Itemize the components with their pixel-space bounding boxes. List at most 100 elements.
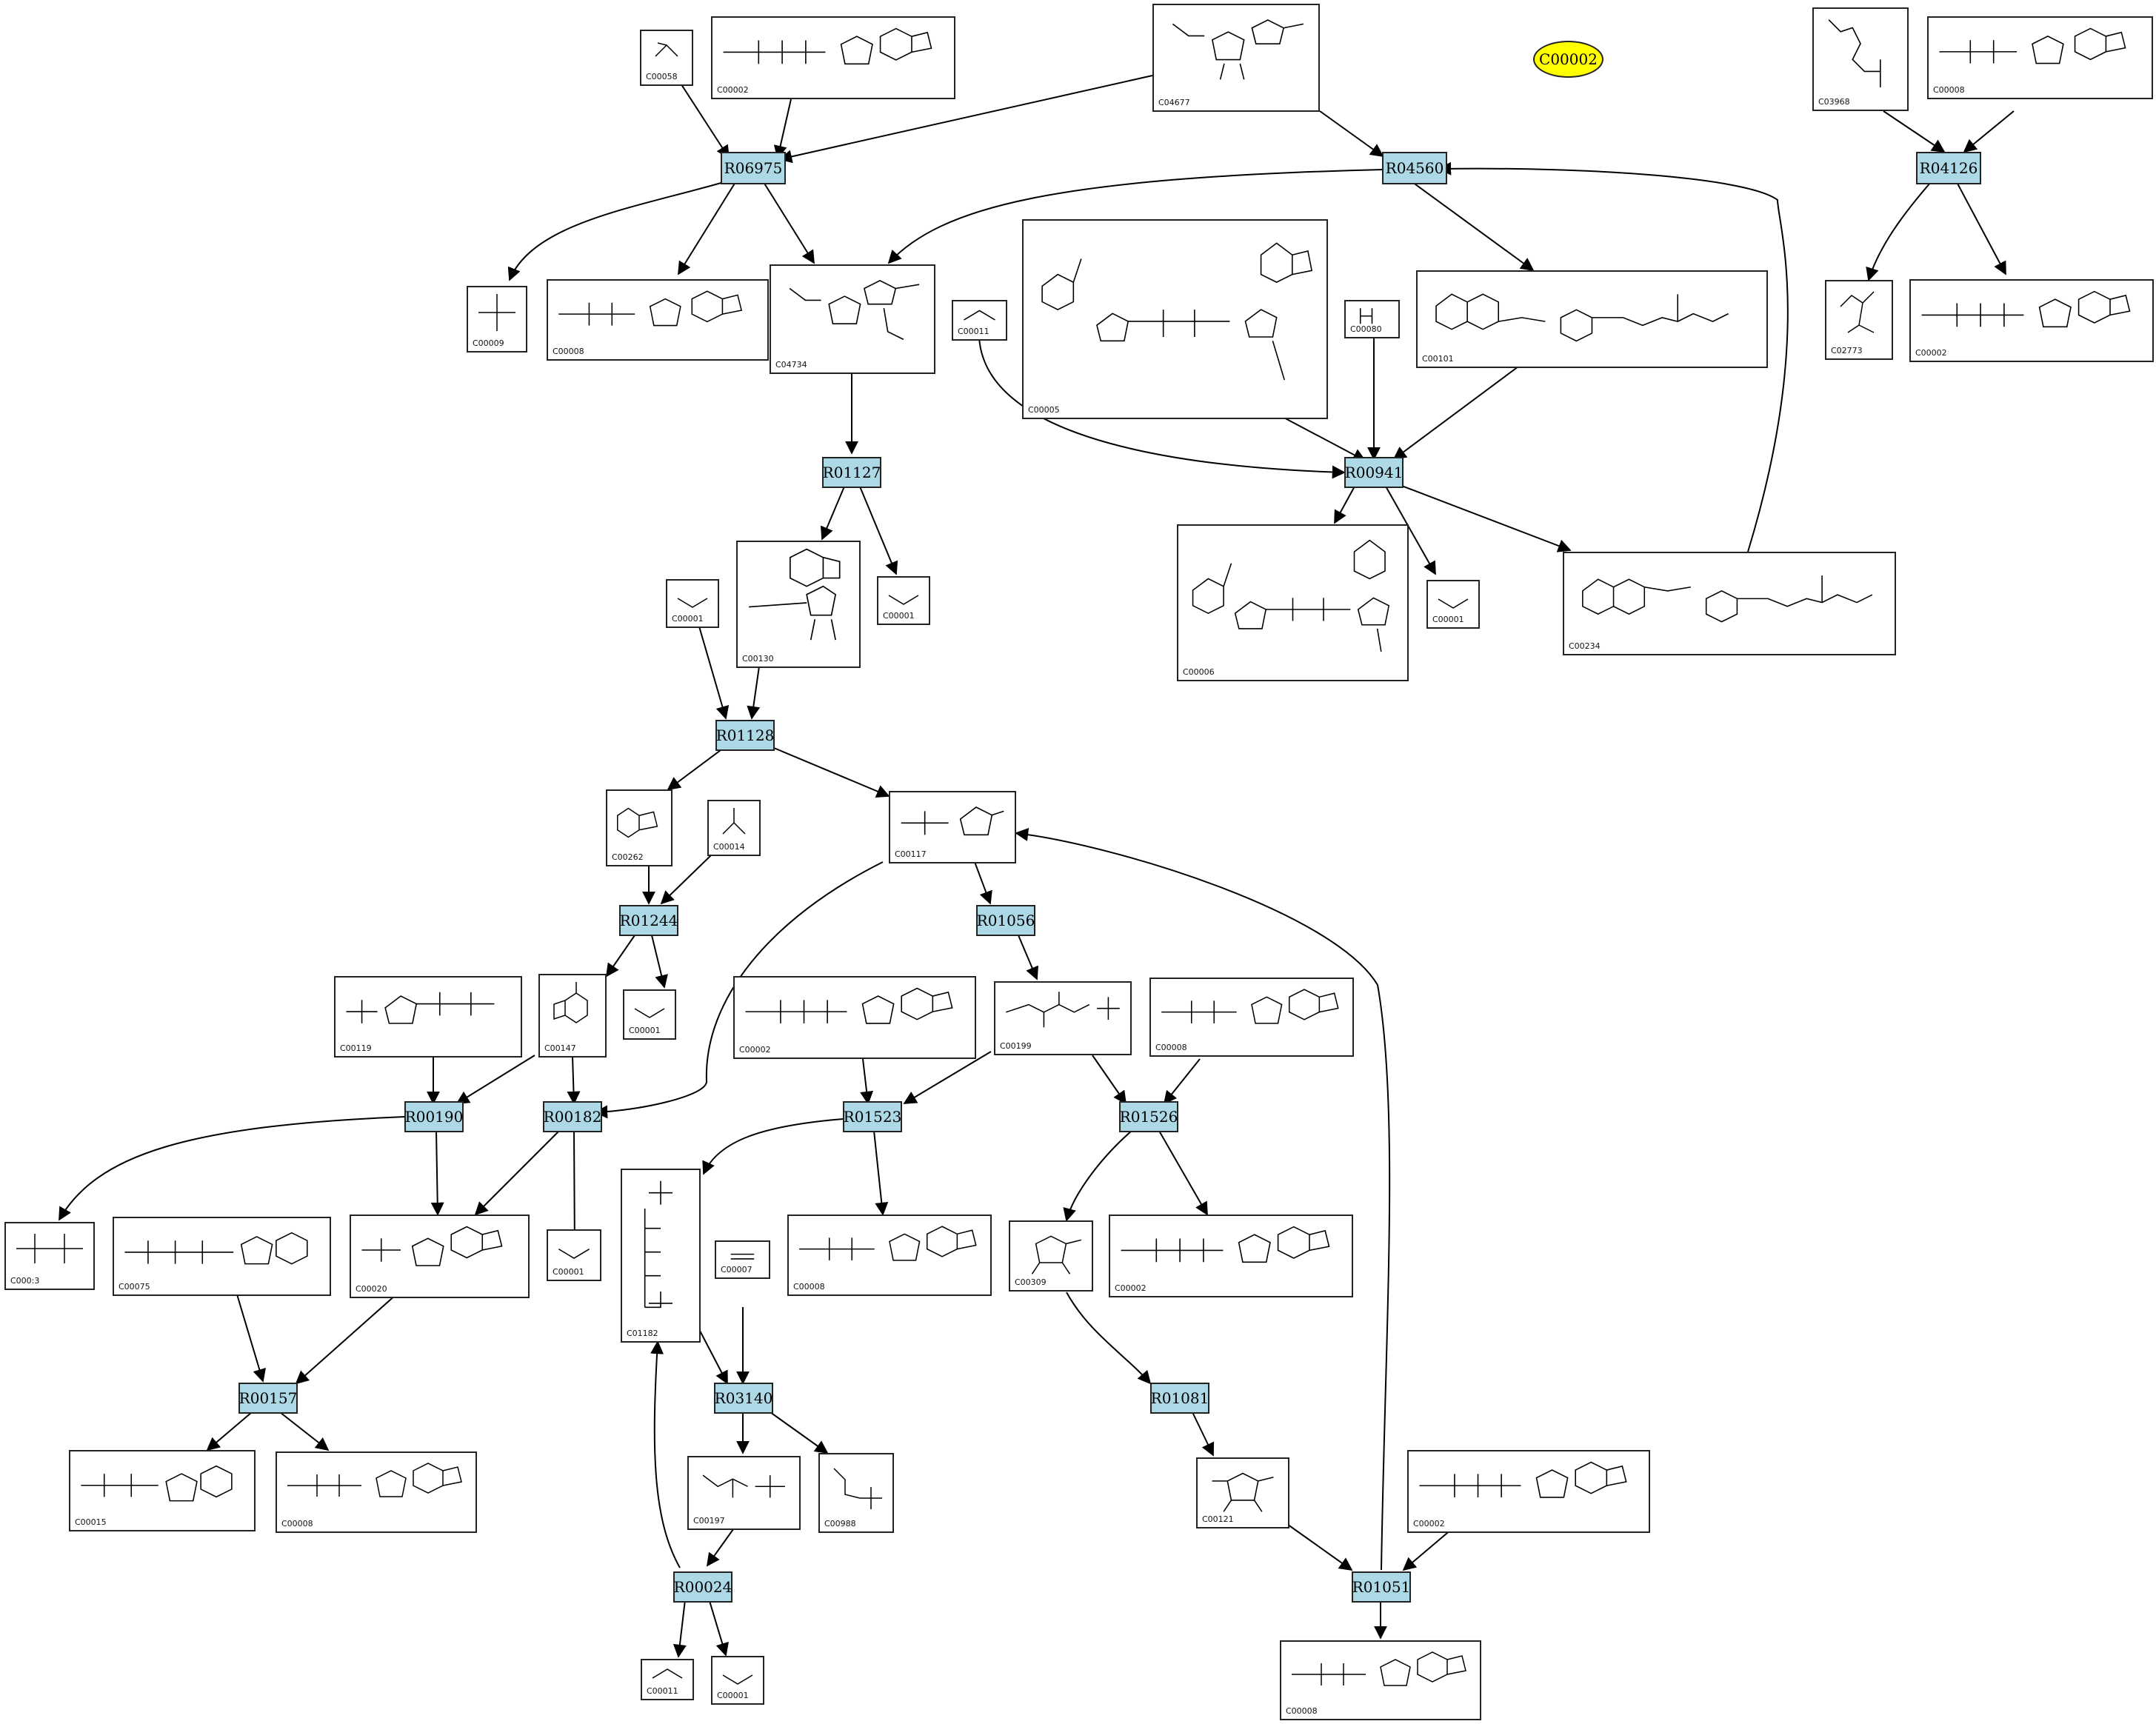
reaction-node-r01056[interactable]: R01056 [976, 905, 1035, 936]
structure-drawing [81, 1465, 233, 1502]
compound-node-c00006[interactable]: C00006 [1177, 524, 1409, 681]
compound-node-c00262[interactable]: C00262 [606, 789, 673, 866]
edge [651, 935, 668, 989]
compound-node-c00020[interactable]: C00020 [350, 1215, 530, 1298]
compound-node-c00001[interactable]: C00001 [711, 1656, 764, 1705]
edge [678, 181, 736, 275]
compound-node-c00199[interactable]: C00199 [994, 981, 1132, 1055]
reaction-node-r00190[interactable]: R00190 [404, 1101, 464, 1132]
compound-node-c00119[interactable]: C00119 [334, 976, 522, 1058]
edge [747, 666, 761, 720]
reaction-node-r01051[interactable]: R01051 [1352, 1571, 1411, 1603]
edge [887, 169, 1384, 264]
compound-id: C00008 [793, 1282, 825, 1292]
reaction-node-r00182[interactable]: R00182 [543, 1101, 602, 1132]
reaction-node-r01523[interactable]: R01523 [843, 1101, 902, 1132]
edge [974, 861, 992, 905]
reaction-node-r01244[interactable]: R01244 [619, 905, 678, 936]
compound-node-c00309[interactable]: C00309 [1009, 1220, 1093, 1292]
compound-node-c00075[interactable]: C00075 [113, 1217, 331, 1296]
compound-id: C00001 [553, 1267, 584, 1277]
structure-drawing [1435, 293, 1729, 342]
reaction-node-r06975[interactable]: R06975 [721, 152, 786, 184]
compound-node-c00001[interactable]: C00001 [547, 1229, 601, 1281]
compound-node-c00058[interactable]: C00058 [640, 30, 693, 86]
compound-node-c00101[interactable]: C00101 [1416, 270, 1768, 368]
edge [474, 1130, 560, 1216]
reaction-node-r00941[interactable]: R00941 [1344, 457, 1404, 488]
compound-node-c00008[interactable]: C00008 [787, 1215, 992, 1296]
compound-node-c00001[interactable]: C00001 [666, 579, 719, 628]
reaction-node-r01081[interactable]: R01081 [1150, 1383, 1209, 1414]
compound-node-c02773[interactable]: C02773 [1825, 280, 1893, 360]
reaction-node-r04560[interactable]: R04560 [1382, 152, 1447, 184]
reaction-node-r01127[interactable]: R01127 [822, 457, 881, 488]
compound-node-c00988[interactable]: C00988 [818, 1453, 894, 1533]
legend-badge[interactable]: C00002 [1533, 41, 1603, 78]
compound-node-c01182[interactable]: C01182 [621, 1169, 701, 1343]
reaction-node-r03140[interactable]: R03140 [714, 1383, 773, 1414]
compound-node-c00002[interactable]: C00002 [733, 976, 976, 1059]
structure-drawing [558, 1248, 590, 1259]
compound-id: C00058 [646, 72, 678, 81]
reaction-node-r01526[interactable]: R01526 [1119, 1101, 1178, 1132]
compound-node-c03968[interactable]: C03968 [1812, 7, 1909, 111]
compound-node-c00001[interactable]: C00001 [1426, 580, 1480, 629]
compound-node-c04734[interactable]: C04734 [770, 264, 935, 374]
edge [773, 98, 792, 159]
structure-drawing [655, 42, 678, 57]
structure-drawing [652, 1668, 683, 1679]
compound-id: C00001 [629, 1026, 661, 1035]
compound-node-c00013[interactable]: C000:3 [4, 1222, 95, 1290]
structure-drawing [1939, 27, 2126, 64]
edge [821, 486, 845, 541]
structure-drawing [16, 1234, 83, 1263]
compound-node-c00197[interactable]: C00197 [687, 1456, 801, 1530]
structure-drawing [1121, 1226, 1330, 1263]
compound-node-c00009[interactable]: C00009 [467, 286, 527, 353]
edge [1319, 110, 1384, 158]
compound-node-c00014[interactable]: C00014 [707, 800, 761, 856]
compound-node-c00002[interactable]: C00002 [1407, 1450, 1650, 1533]
compound-node-c00005[interactable]: C00005 [1022, 219, 1328, 419]
compound-node-c00011[interactable]: C00011 [641, 1659, 694, 1700]
compound-node-c00008[interactable]: C00008 [1149, 978, 1354, 1057]
compound-node-c00008[interactable]: C00008 [1280, 1640, 1481, 1720]
reaction-node-r00024[interactable]: R00024 [673, 1571, 732, 1603]
reaction-node-r00157[interactable]: R00157 [238, 1383, 298, 1414]
structure-drawing [745, 987, 953, 1024]
compound-node-c00117[interactable]: C00117 [889, 791, 1016, 863]
edge [978, 336, 1346, 479]
compound-node-c00007[interactable]: C00007 [715, 1240, 770, 1279]
compound-node-c04677[interactable]: C04677 [1152, 4, 1320, 112]
compound-node-c00147[interactable]: C00147 [538, 974, 607, 1058]
compound-node-c00121[interactable]: C00121 [1196, 1457, 1289, 1528]
compound-id: C00015 [75, 1517, 107, 1527]
compound-node-c00015[interactable]: C00015 [69, 1450, 256, 1531]
compound-node-c00001[interactable]: C00001 [877, 576, 930, 625]
compound-node-c00008[interactable]: C00008 [1927, 16, 2153, 99]
structure-drawing [478, 294, 515, 331]
compound-node-c00011[interactable]: C00011 [952, 300, 1007, 341]
compound-node-c00234[interactable]: C00234 [1563, 552, 1896, 655]
compound-node-c00008[interactable]: C00008 [276, 1451, 477, 1533]
compound-node-c00002[interactable]: C00002 [711, 16, 955, 99]
structure-drawing [1840, 291, 1875, 333]
compound-node-c00002[interactable]: C00002 [1109, 1215, 1353, 1297]
edge [859, 486, 898, 575]
structure-drawing [833, 1468, 882, 1509]
compound-id: C00001 [672, 614, 704, 624]
compound-node-c00008[interactable]: C00008 [547, 279, 769, 361]
edge [1015, 827, 1391, 1571]
reaction-node-r01128[interactable]: R01128 [715, 720, 775, 751]
compound-id: C00002 [1915, 348, 1947, 358]
reaction-node-r04126[interactable]: R04126 [1916, 152, 1981, 184]
compound-node-c00002[interactable]: C00002 [1909, 279, 2154, 362]
compound-node-c00001[interactable]: C00001 [623, 989, 676, 1040]
structure-drawing [1438, 598, 1469, 609]
compound-node-c00080[interactable]: C00080 [1344, 300, 1400, 338]
compound-node-c00130[interactable]: C00130 [736, 541, 861, 668]
compound-id: C00080 [1350, 324, 1382, 334]
structure-drawing [789, 280, 920, 341]
edge [1402, 1528, 1452, 1571]
